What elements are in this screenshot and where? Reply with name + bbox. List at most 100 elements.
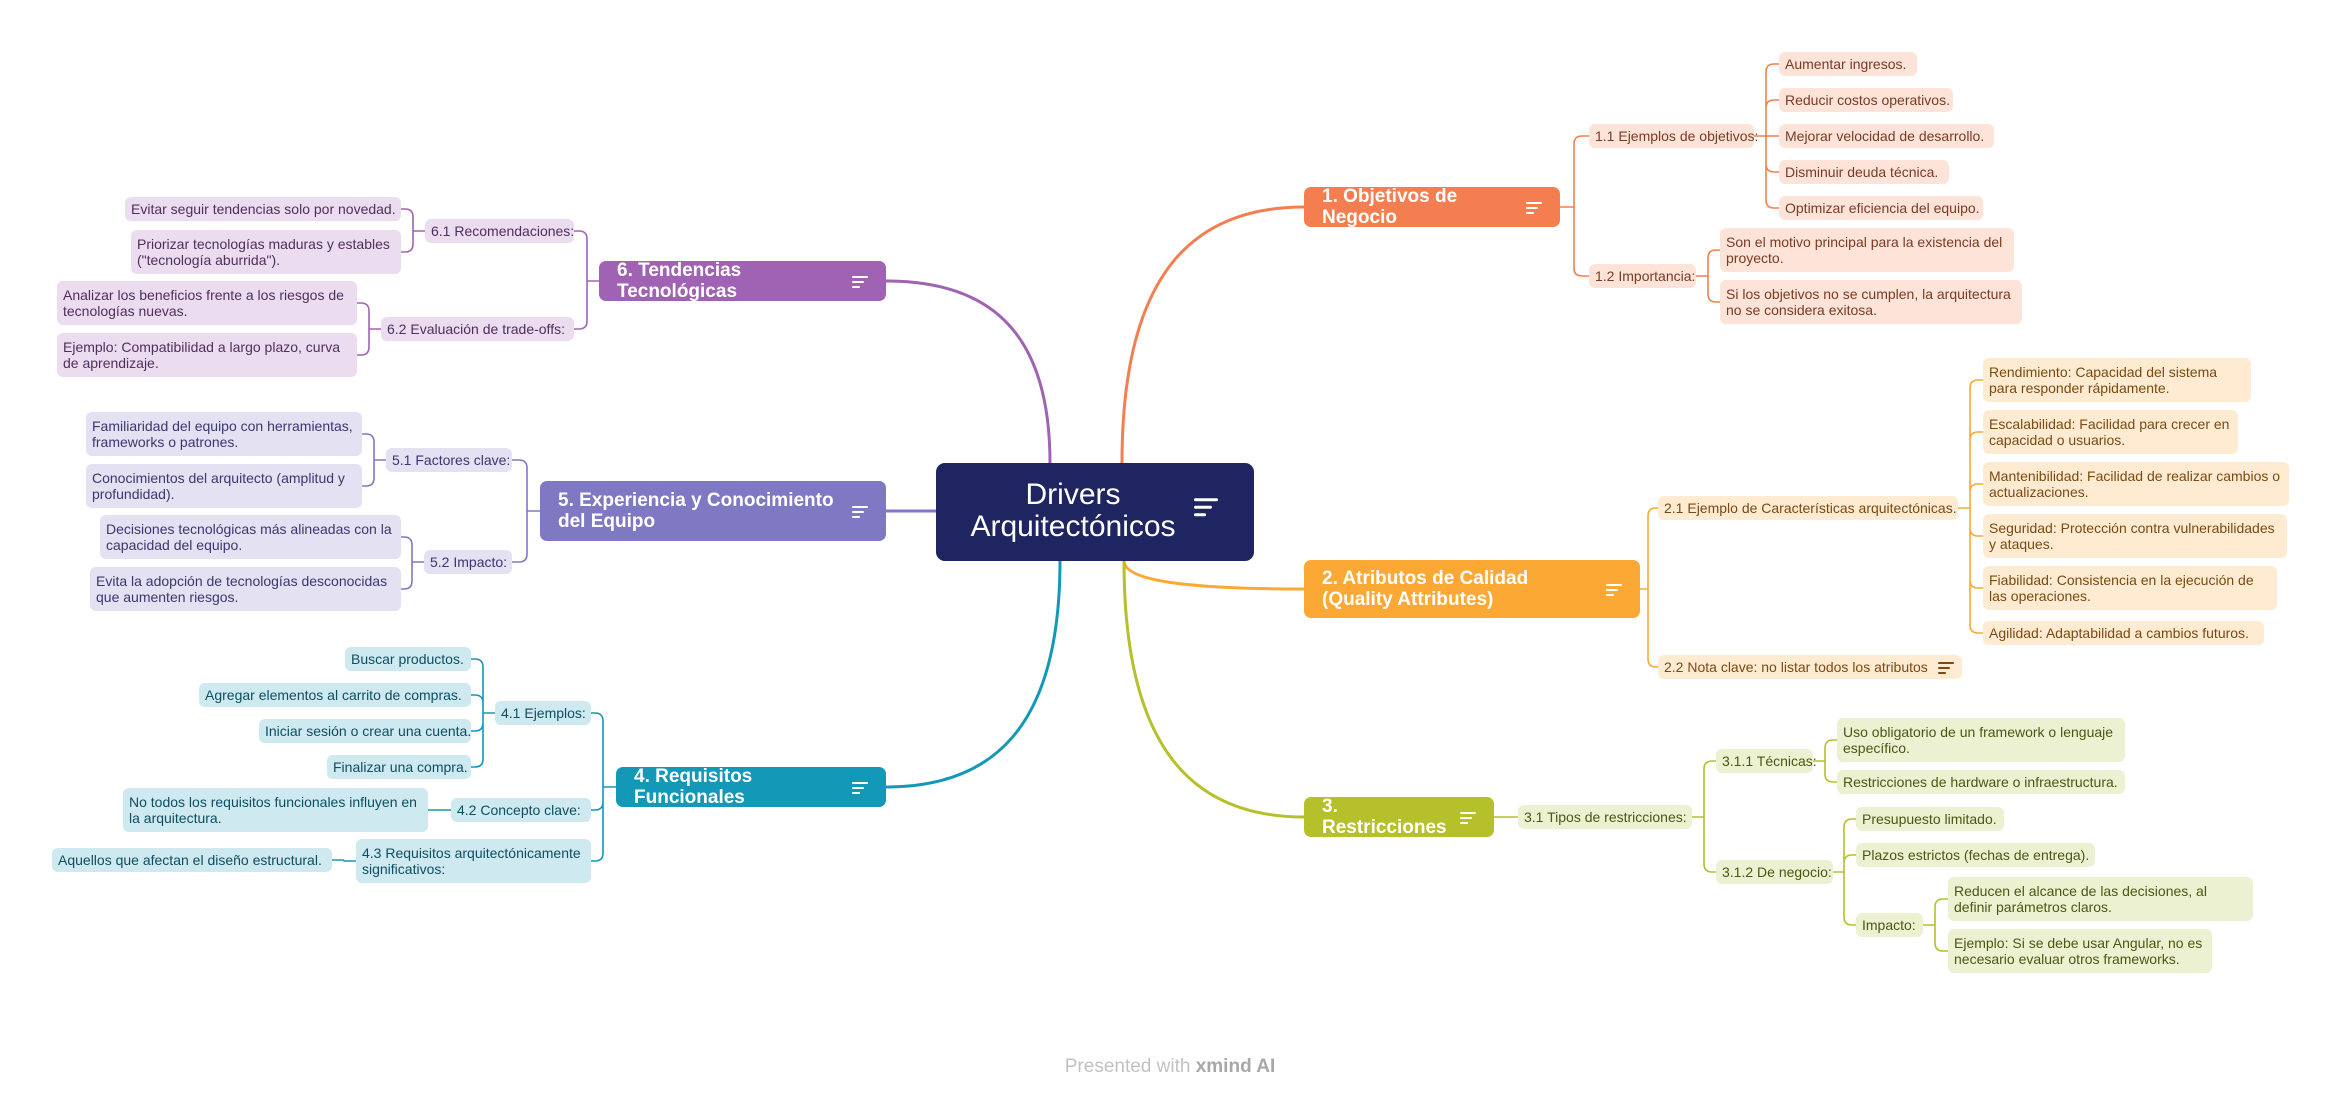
fork-atributos — [1639, 507, 1659, 668]
nota-clave-label[interactable]: 2.2 Nota clave: no listar todos los atri… — [1658, 655, 1962, 679]
concepto-label-label: 4.2 Concepto clave: — [457, 802, 581, 818]
trade-offs-label[interactable]: 6.2 Evaluación de trade-offs: — [381, 317, 574, 341]
objetivo-item-label: Aumentar ingresos. — [1785, 56, 1907, 72]
impacto-equipo-item[interactable]: Evita la adopción de tecnologías descono… — [90, 567, 401, 611]
note-icon[interactable] — [1194, 498, 1218, 517]
note-icon[interactable] — [852, 506, 868, 518]
branch-experiencia-equipo[interactable]: 5. Experiencia y Conocimiento del Equipo — [540, 481, 886, 541]
importancia-item[interactable]: Si los objetivos no se cumplen, la arqui… — [1720, 280, 2022, 324]
tipos-restricciones-label[interactable]: 3.1 Tipos de restricciones: — [1518, 805, 1692, 829]
trade-off-item-label: Ejemplo: Compatibilidad a largo plazo, c… — [63, 339, 341, 371]
requisito-item-label: Finalizar una compra. — [333, 759, 468, 775]
impacto-item-label: Ejemplo: Si se debe usar Angular, no es … — [1954, 935, 2203, 967]
requisito-item[interactable]: Agregar elementos al carrito de compras. — [199, 683, 471, 707]
fork-factores — [361, 433, 387, 487]
trade-off-item[interactable]: Ejemplo: Compatibilidad a largo plazo, c… — [57, 333, 357, 377]
fork-impacto — [1922, 898, 1949, 952]
branch-requisitos-funcionales-label: 4. Requisitos Funcionales — [634, 766, 753, 808]
impacto-item[interactable]: Ejemplo: Si se debe usar Angular, no es … — [1948, 929, 2212, 973]
atributo-item[interactable]: Seguridad: Protección contra vulnerabili… — [1983, 514, 2287, 558]
requisito-item-label: Iniciar sesión o crear una cuenta. — [265, 723, 472, 739]
impacto-equipo-label[interactable]: 5.2 Impacto: — [424, 550, 512, 574]
objetivo-item-label: Reducir costos operativos. — [1785, 92, 1950, 108]
branch-atributos-calidad[interactable]: 2. Atributos de Calidad (Quality Attribu… — [1304, 560, 1640, 618]
tecnica-item[interactable]: Restricciones de hardware o infraestruct… — [1837, 770, 2125, 794]
impacto-item[interactable]: Reducen el alcance de las decisiones, al… — [1948, 877, 2253, 921]
objetivo-item[interactable]: Aumentar ingresos. — [1779, 52, 1917, 76]
significativos-label-label: 4.3 Requisitos arquitectónicamente signi… — [362, 845, 581, 877]
fork-recomendaciones — [400, 208, 426, 253]
branch-tendencias-tecnologicas-label: 6. Tendencias Tecnológicas — [617, 260, 742, 302]
atributo-item[interactable]: Mantenibilidad: Facilidad de realizar ca… — [1983, 462, 2289, 506]
fork-requisitos — [590, 712, 617, 862]
factor-item[interactable]: Conocimientos del arquitecto (amplitud y… — [86, 464, 362, 508]
atributo-item[interactable]: Escalabilidad: Facilidad para crecer en … — [1983, 410, 2238, 454]
trade-off-item[interactable]: Analizar los beneficios frente a los rie… — [57, 281, 357, 325]
negocio-item[interactable]: Plazos estrictos (fechas de entrega). — [1856, 843, 2095, 867]
requisito-item[interactable]: Finalizar una compra. — [327, 755, 471, 779]
branch-objetivos-negocio[interactable]: 1. Objetivos de Negocio — [1304, 186, 1560, 228]
concepto-label[interactable]: 4.2 Concepto clave: — [451, 798, 591, 822]
link-atributos — [1122, 559, 1306, 591]
tecnica-item[interactable]: Uso obligatorio de un framework o lengua… — [1837, 718, 2125, 762]
importancia-label[interactable]: 1.2 Importancia: — [1589, 264, 1696, 288]
atributo-item-label: Seguridad: Protección contra vulnerabili… — [1989, 520, 2275, 552]
factores-label[interactable]: 5.1 Factores clave: — [386, 448, 512, 472]
factor-item-label: Conocimientos del arquitecto (amplitud y… — [92, 470, 345, 502]
objetivo-item[interactable]: Optimizar eficiencia del equipo. — [1779, 196, 1983, 220]
negocio-label[interactable]: 3.1.2 De negocio: — [1716, 860, 1833, 884]
atributo-item[interactable]: Rendimiento: Capacidad del sistema para … — [1983, 358, 2251, 402]
negocio-item-label: Plazos estrictos (fechas de entrega). — [1862, 847, 2090, 863]
branch-requisitos-funcionales[interactable]: 4. Requisitos Funcionales — [616, 766, 886, 808]
atributo-item[interactable]: Agilidad: Adaptabilidad a cambios futuro… — [1983, 621, 2264, 645]
ejemplos-label[interactable]: 4.1 Ejemplos: — [495, 701, 591, 725]
fork-impacto-equipo — [400, 536, 425, 590]
negocio-item-label: Presupuesto limitado. — [1862, 811, 1997, 827]
negocio-item[interactable]: Presupuesto limitado. — [1856, 807, 2004, 831]
atributo-item-label: Agilidad: Adaptabilidad a cambios futuro… — [1989, 625, 2249, 641]
note-icon[interactable] — [1938, 662, 1954, 674]
fork-tipos — [1691, 760, 1717, 873]
note-icon[interactable] — [852, 782, 868, 794]
fork-objetivos — [1559, 135, 1590, 277]
requisito-item[interactable]: Iniciar sesión o crear una cuenta. — [259, 719, 471, 743]
impacto-label[interactable]: Impacto: — [1856, 913, 1923, 937]
atributo-item[interactable]: Fiabilidad: Consistencia en la ejecución… — [1983, 566, 2277, 610]
objetivo-item-label: Disminuir deuda técnica. — [1785, 164, 1939, 180]
branch-restricciones[interactable]: 3. Restricciones — [1304, 796, 1494, 838]
note-icon[interactable] — [852, 276, 868, 288]
note-icon[interactable] — [1606, 584, 1622, 596]
note-icon[interactable] — [1460, 812, 1476, 824]
factor-item[interactable]: Familiaridad del equipo con herramientas… — [86, 412, 362, 456]
recomendacion-item[interactable]: Evitar seguir tendencias solo por noveda… — [125, 197, 401, 221]
fork-trade-offs — [356, 302, 382, 356]
branch-restricciones-label: 3. Restricciones — [1322, 796, 1447, 838]
fork-ejemplos-objetivos — [1753, 63, 1780, 209]
note-icon[interactable] — [1526, 202, 1542, 214]
impacto-equipo-item-label: Decisiones tecnológicas más alineadas co… — [106, 521, 392, 553]
importancia-item[interactable]: Son el motivo principal para la existenc… — [1720, 228, 2014, 272]
requisito-item[interactable]: Buscar productos. — [345, 647, 471, 671]
recomendacion-item[interactable]: Priorizar tecnologías maduras y estables… — [131, 230, 401, 274]
concepto-item[interactable]: No todos los requisitos funcionales infl… — [123, 788, 428, 832]
objetivo-item[interactable]: Mejorar velocidad de desarrollo. — [1779, 124, 1994, 148]
ejemplos-objetivos-label[interactable]: 1.1 Ejemplos de objetivos: — [1589, 124, 1758, 148]
significativos-label[interactable]: 4.3 Requisitos arquitectónicamente signi… — [356, 839, 591, 883]
significativos-item[interactable]: Aquellos que afectan el diseño estructur… — [52, 848, 332, 872]
central-topic[interactable]: Drivers Arquitectónicos — [936, 463, 1254, 561]
objetivo-item[interactable]: Reducir costos operativos. — [1779, 88, 1953, 112]
fork-importancia — [1695, 249, 1721, 303]
importancia-item-label: Son el motivo principal para la existenc… — [1726, 234, 2003, 266]
branch-experiencia-equipo-label: 5. Experiencia y Conocimiento del Equipo — [558, 490, 834, 532]
impacto-equipo-item[interactable]: Decisiones tecnológicas más alineadas co… — [100, 515, 401, 559]
footer: Presented with xmind AI — [0, 1056, 2340, 1078]
impacto-item-label: Reducen el alcance de las decisiones, al… — [1954, 883, 2207, 915]
caracteristicas-label[interactable]: 2.1 Ejemplo de Características arquitect… — [1658, 496, 1958, 520]
trade-offs-label-label: 6.2 Evaluación de trade-offs: — [387, 321, 565, 337]
recomendaciones-label[interactable]: 6.1 Recomendaciones: — [425, 219, 574, 243]
tecnicas-label[interactable]: 3.1.1 Técnicas: — [1716, 749, 1817, 773]
objetivo-item[interactable]: Disminuir deuda técnica. — [1779, 160, 1949, 184]
recomendaciones-label-label: 6.1 Recomendaciones: — [431, 223, 575, 239]
branch-tendencias-tecnologicas[interactable]: 6. Tendencias Tecnológicas — [599, 260, 886, 302]
